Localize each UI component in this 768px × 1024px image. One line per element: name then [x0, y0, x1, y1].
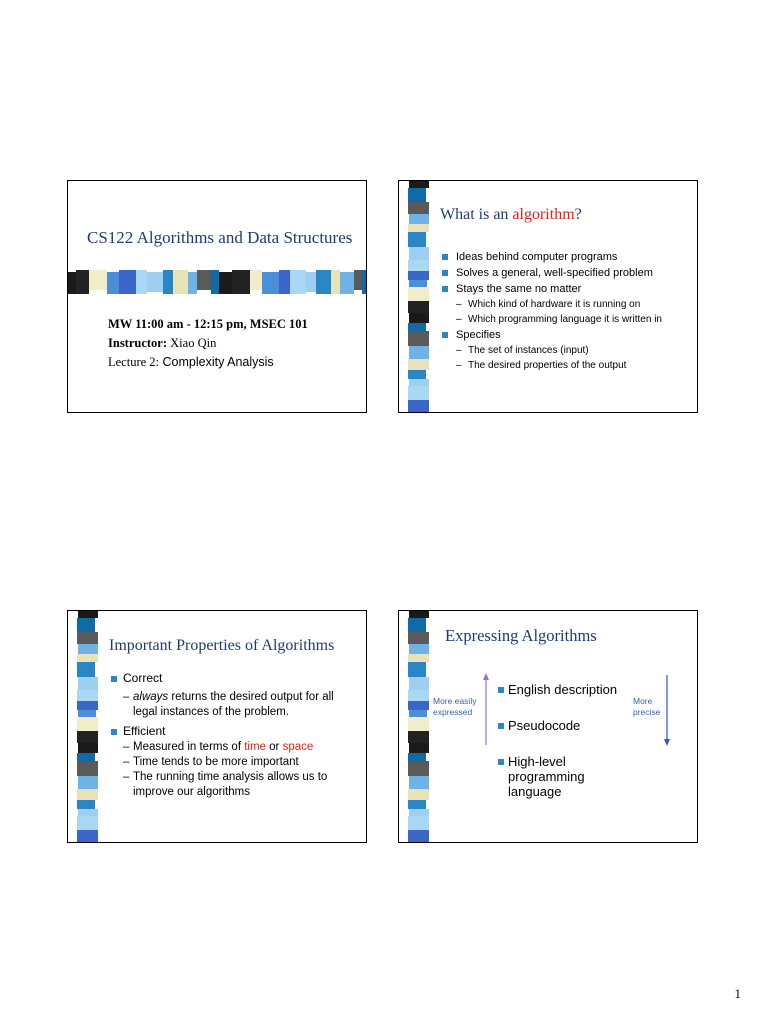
bullet-square-icon [111, 729, 117, 735]
slide-1: CS122 Algorithms and Data Structures MW … [67, 180, 367, 413]
sub-list-item-continuation: legal instances of the problem. [133, 706, 289, 718]
slide-4: Expressing Algorithms More easily expres… [398, 610, 698, 843]
page-number: 1 [734, 986, 742, 1001]
instructor-line: Instructor: Xiao Qin [108, 336, 216, 351]
bullet-square-icon [442, 286, 448, 292]
lecture-line: Lecture 2: Complexity Analysis [108, 355, 274, 370]
slide-2-title: What is an algorithm? [440, 206, 582, 224]
slide-2: What is an algorithm? Ideas behind compu… [398, 180, 698, 413]
instructor-name: Xiao Qin [170, 336, 217, 350]
slide-2-bullet-list: Ideas behind computer programs Solves a … [442, 249, 662, 373]
arrow-down-icon [664, 675, 670, 746]
slide-3: Important Properties of Algorithms Corre… [67, 610, 367, 843]
slide-4-title: Expressing Algorithms [445, 626, 597, 645]
instructor-label: Instructor: [108, 336, 168, 350]
list-item: Stays the same no matter [442, 281, 662, 297]
title-prefix: What is an [440, 206, 509, 223]
arrow-up-icon [483, 673, 489, 745]
decorative-block-strip [408, 181, 429, 412]
list-item: Solves a general, well-specified problem [442, 265, 662, 281]
title-highlight: algorithm [512, 206, 575, 223]
list-item: Efficient [111, 723, 361, 740]
list-item: English description [498, 682, 617, 697]
bullet-square-icon [442, 254, 448, 260]
slide-3-title: Important Properties of Algorithms [109, 637, 335, 654]
lecture-label: Lecture 2: [108, 355, 160, 369]
more-easily-expressed-label: More easily expressed [433, 696, 477, 717]
sub-list-item: –Time tends to be more important [123, 756, 299, 768]
bullet-square-icon [498, 687, 504, 693]
bullet-square-icon [111, 676, 117, 682]
decorative-block-strip [77, 611, 98, 842]
list-item: High-level programming language [498, 754, 585, 799]
sub-list-item: –always returns the desired output for a… [123, 691, 334, 703]
decorative-block-strip [408, 611, 429, 842]
sub-list-item: –Measured in terms of time or space [123, 741, 314, 753]
schedule-text: MW 11:00 am - 12:15 pm, MSEC 101 [108, 317, 308, 331]
bullet-square-icon [442, 270, 448, 276]
sub-list-item: –Which kind of hardware it is running on [456, 299, 641, 310]
sub-list-item: –The running time analysis allows us to [123, 771, 328, 783]
list-item: Pseudocode [498, 718, 580, 733]
bullet-square-icon [442, 332, 448, 338]
list-item: Correct [111, 670, 361, 687]
decorative-block-band [68, 270, 366, 294]
lecture-topic: Complexity Analysis [162, 355, 274, 369]
sub-list-item: –The desired properties of the output [456, 360, 627, 371]
sub-list-item: –Which programming language it is writte… [456, 314, 662, 325]
more-precise-label: More precise [633, 696, 661, 717]
list-item: Ideas behind computer programs [442, 249, 662, 265]
slide-3-bullet-list: Correct –always returns the desired outp… [111, 670, 361, 800]
sub-list-item: –The set of instances (input) [456, 345, 589, 356]
slide-1-title: CS122 Algorithms and Data Structures [87, 228, 353, 247]
list-item: Specifies [442, 327, 662, 343]
bullet-square-icon [498, 759, 504, 765]
title-suffix: ? [574, 206, 582, 223]
bullet-square-icon [498, 723, 504, 729]
sub-list-item-continuation: improve our algorithms [133, 786, 250, 798]
